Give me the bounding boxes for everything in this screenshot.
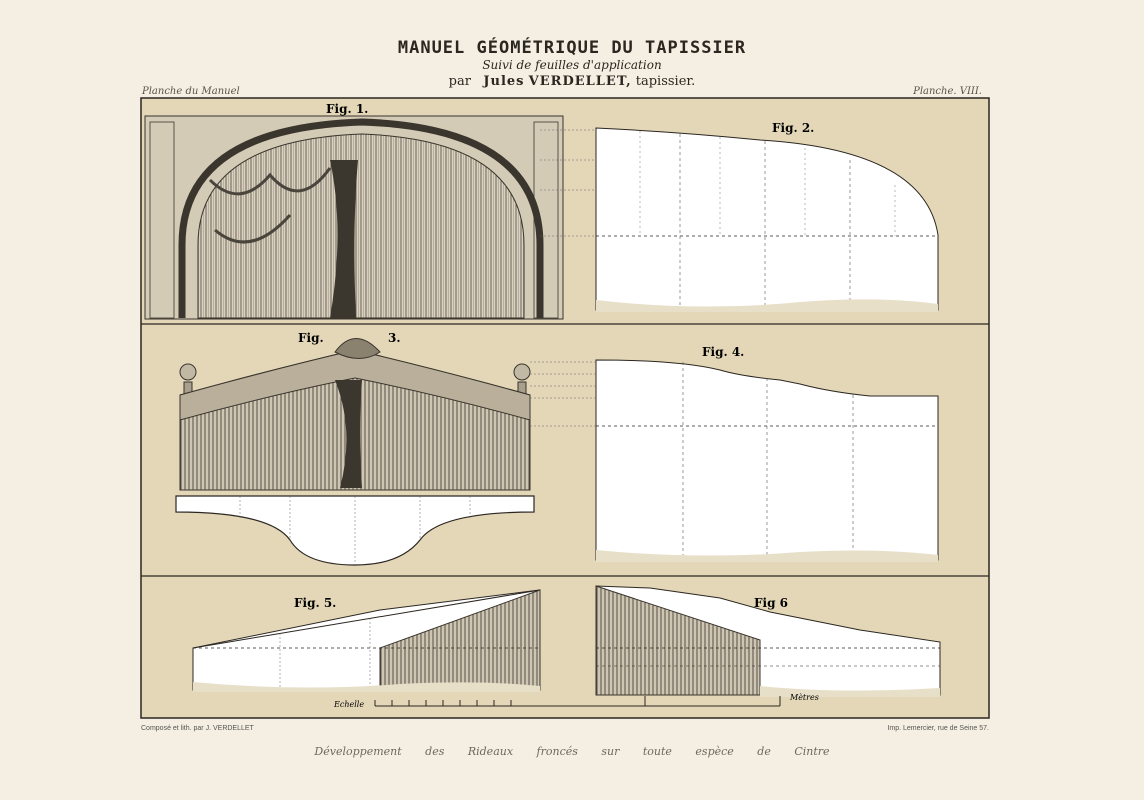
plate-author: par Jules VERDELLET, tapissier. <box>0 74 1144 89</box>
fig5-drawing <box>192 589 541 692</box>
scale-left-label: Echelle <box>333 700 364 709</box>
fig6-label: Fig 6 <box>754 596 788 610</box>
plate-title: MANUEL GÉOMÉTRIQUE DU TAPISSIER <box>397 38 747 58</box>
corner-right-label: Planche. VIII. <box>913 86 982 97</box>
scale-bar <box>374 696 781 707</box>
fig1-label: Fig. 1. <box>326 102 368 116</box>
fig1-drawing <box>144 115 564 320</box>
footer-right-credit: Imp. Lemercier, rue de Seine 57. <box>887 725 989 732</box>
fig2-drawing <box>540 127 939 312</box>
scale-right-label: Mètres <box>789 693 819 702</box>
corner-left-label: Planche du Manuel <box>142 86 240 97</box>
author-trade: tapissier. <box>635 74 696 89</box>
fig2-label: Fig. 2. <box>772 121 814 135</box>
footer-left-credit: Composé et lith. par J. VERDELLET <box>141 725 254 732</box>
author-first: Jules <box>483 74 525 89</box>
fig4-label: Fig. 4. <box>702 345 744 359</box>
author-last: VERDELLET, <box>528 74 632 89</box>
fig3-label-b: 3. <box>388 331 401 345</box>
fig5-label: Fig. 5. <box>294 596 336 610</box>
fig6-drawing <box>595 585 941 697</box>
fig4-drawing <box>530 359 939 562</box>
fig3-drawing <box>175 338 535 566</box>
fig3-label-a: Fig. <box>298 331 324 345</box>
author-prefix: par <box>448 74 471 89</box>
plate-caption: Développement des Rideaux froncés sur to… <box>314 745 830 758</box>
plate-subtitle: Suivi de feuilles d'application <box>482 58 662 72</box>
